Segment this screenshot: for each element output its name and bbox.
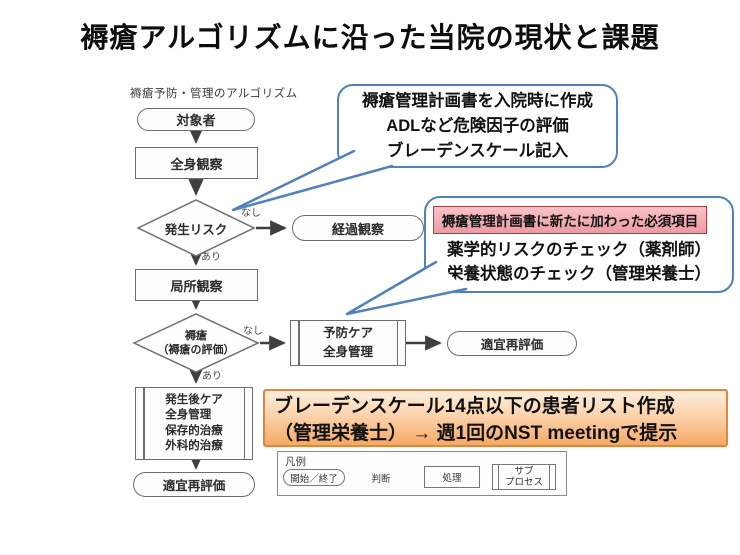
edge-label-yes-2: あり xyxy=(202,371,222,382)
node-start: 対象者 xyxy=(137,108,255,131)
legend-subprocess-line2: プロセス xyxy=(504,477,543,488)
callout-required-line1: 薬学的リスクのチェック（薬剤師） xyxy=(447,241,711,259)
node-ulcer-decision-line1: 褥瘡 xyxy=(185,330,207,342)
callout-required-items: 褥瘡管理計画書に新たに加わった必須項目 薬学的リスクのチェック（薬剤師） 栄養状… xyxy=(424,196,734,293)
node-prevention-line2: 全身管理 xyxy=(322,345,373,359)
legend-decision-label: 判断 xyxy=(371,474,391,485)
highlight-braden-list-box: ブレーデンスケール14点以下の患者リスト作成 （管理栄養士） → 週1回のNST… xyxy=(263,389,728,447)
callout-admission-plan-line2: ADLなど危険因子の評価 xyxy=(386,116,569,135)
callout-admission-plan-line1: 褥瘡管理計画書を入院時に作成 xyxy=(362,91,593,110)
node-post-care: 発生後ケア 全身管理 保存的治療 外科的治療 xyxy=(135,387,253,460)
node-post-care-line1: 発生後ケア xyxy=(165,393,223,406)
node-whole-body-observation: 全身観察 xyxy=(135,147,258,179)
legend-subprocess-line1: サブ xyxy=(514,466,534,477)
node-reevaluate-bottom: 適宜再評価 xyxy=(133,472,255,497)
node-ulcer-decision-line2: （褥瘡の評価） xyxy=(157,344,235,356)
callout-required-items-body: 薬学的リスクのチェック（薬剤師） 栄養状態のチェック（管理栄養士） xyxy=(426,238,732,286)
legend-subprocess: サブ プロセス xyxy=(492,464,556,490)
node-prevention-care: 予防ケア 全身管理 xyxy=(290,320,406,366)
edge-label-yes-1: あり xyxy=(201,252,221,263)
node-reevaluate-right: 適宜再評価 xyxy=(447,331,577,356)
edge-label-no-1: なし xyxy=(241,208,261,219)
callout-admission-plan-line3: ブレーデンスケール記入 xyxy=(386,141,569,160)
node-follow-up: 経過観察 xyxy=(292,215,424,241)
node-post-care-line4: 外科的治療 xyxy=(165,440,223,452)
callout-required-line2: 栄養状態のチェック（管理栄養士） xyxy=(447,265,711,283)
node-post-care-line3: 保存的治療 xyxy=(165,424,223,437)
node-post-care-lines: 発生後ケア 全身管理 保存的治療 外科的治療 xyxy=(165,393,223,455)
callout-admission-plan: 褥瘡管理計画書を入院時に作成 ADLなど危険因子の評価 ブレーデンスケール記入 xyxy=(337,84,618,168)
node-prevention-line1: 予防ケア xyxy=(322,326,373,340)
node-ulcer-decision: 褥瘡 （褥瘡の評価） xyxy=(134,328,258,358)
node-risk-decision: 発生リスク xyxy=(164,222,228,237)
legend-title: 凡例 xyxy=(285,456,306,468)
legend-process: 処理 xyxy=(424,466,480,488)
slide-title: 褥瘡アルゴリズムに沿った当院の現状と課題 xyxy=(80,22,660,53)
edge-label-no-2: なし xyxy=(243,326,263,337)
flowchart-heading: 褥瘡予防・管理のアルゴリズム xyxy=(130,88,298,100)
legend-start-end: 開始／終了 xyxy=(283,469,345,486)
node-post-care-line2: 全身管理 xyxy=(165,409,212,421)
highlight-box-line2: （管理栄養士） → 週1回のNST meetingで提示 xyxy=(274,423,678,444)
highlight-box-line1: ブレーデンスケール14点以下の患者リスト作成 xyxy=(274,396,675,417)
callout-required-items-header: 褥瘡管理計画書に新たに加わった必須項目 xyxy=(433,206,707,234)
node-local-observation: 局所観察 xyxy=(135,269,258,301)
